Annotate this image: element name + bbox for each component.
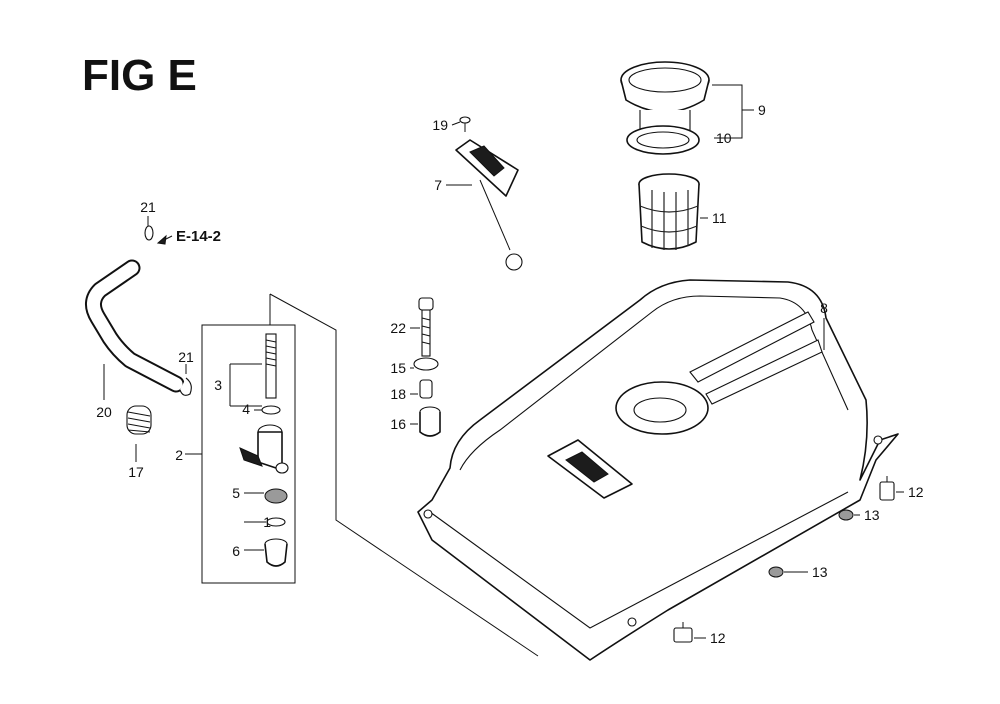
callout-21-lower: 21 [178,349,194,365]
hose-clip-lower [179,377,192,396]
o-ring-1 [266,517,286,527]
callout-6: 6 [232,543,240,559]
callout-5: 5 [232,485,240,501]
cross-reference-label: E-14-2 [176,228,221,245]
fuel-cock-group-box [201,293,539,657]
spring-part [126,405,152,435]
collar-18 [419,379,433,399]
hose-clip-upper [144,225,154,241]
callout-1: 1 [263,514,271,530]
grommet-13-upper [838,509,854,521]
rubber-mount-16 [419,406,441,437]
callout-17: 17 [128,464,144,480]
nut-12-bottom [673,622,693,643]
callout-4: 4 [242,401,250,417]
bolt-22 [418,297,434,357]
callout-19: 19 [432,117,448,133]
nut-12-right [879,476,895,501]
fuel-hose [85,259,185,393]
callout-16: 16 [390,416,406,432]
callout-12-bottom: 12 [710,630,726,646]
callout-3: 3 [214,377,222,393]
screw-19 [459,116,471,132]
fuel-gauge [455,139,523,271]
sediment-cup [264,538,288,567]
fuel-cock-body [239,424,289,474]
grommet-13-lower [768,566,784,578]
callout-18: 18 [390,386,406,402]
gasket-5 [264,488,288,504]
callout-13-upper: 13 [864,507,880,523]
fuel-strainer [638,173,700,250]
callout-15: 15 [390,360,406,376]
strainer-tube [265,333,277,399]
callout-20: 20 [96,404,112,420]
figure-title: FIG E [82,51,197,100]
callout-21-upper: 21 [140,199,156,215]
cap-packing-inner [636,131,690,149]
callout-2: 2 [175,447,183,463]
callout-10: 10 [716,130,732,146]
fuel-tank [417,279,899,661]
callout-8: 8 [820,300,828,316]
callout-11: 11 [712,210,727,226]
leader-lines [103,84,904,639]
washer-15 [413,357,439,371]
callout-9: 9 [758,102,766,118]
o-ring-4 [261,405,281,415]
cross-reference-arrowhead [156,234,167,245]
callout-12-right: 12 [908,484,924,500]
callout-7: 7 [434,177,442,193]
callout-22: 22 [390,320,406,336]
callout-13-lower: 13 [812,564,828,580]
